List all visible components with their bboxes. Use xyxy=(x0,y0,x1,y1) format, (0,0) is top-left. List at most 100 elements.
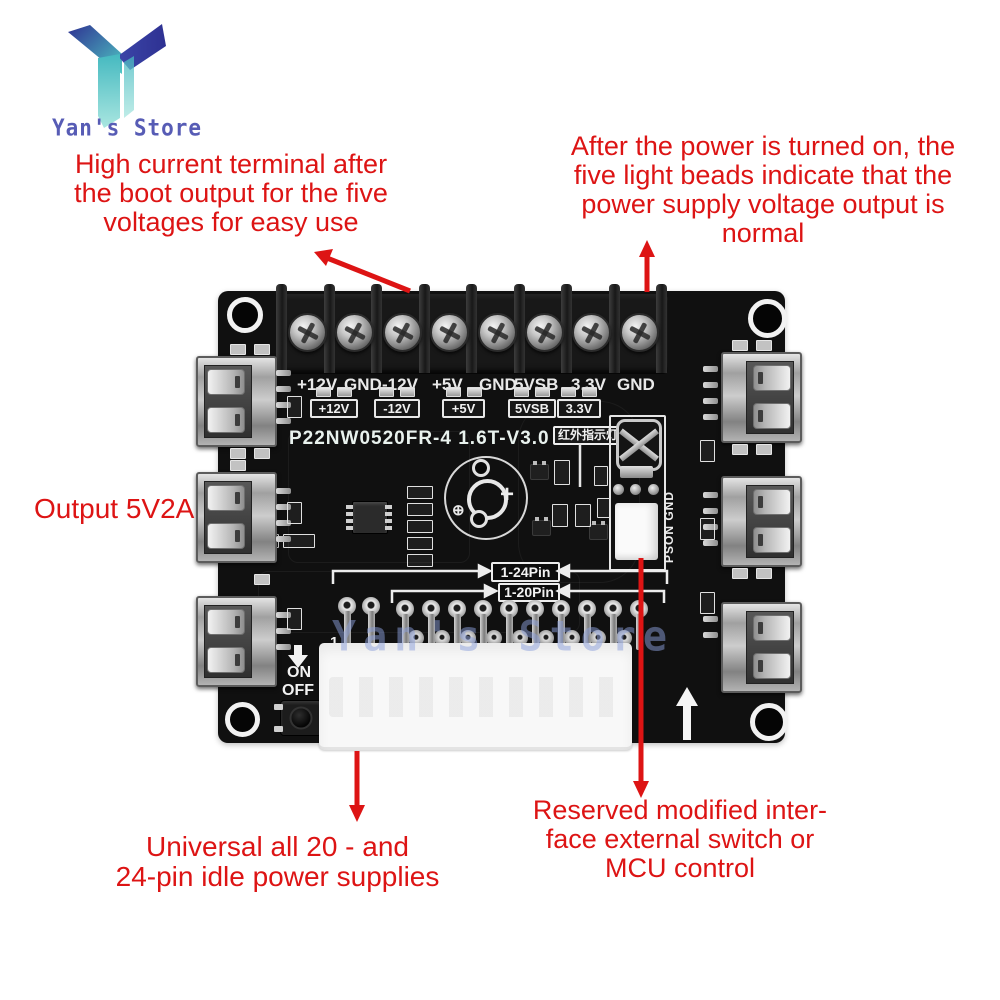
annotation-line: Universal all 20 - and xyxy=(145,831,410,862)
switch-leg xyxy=(274,726,283,732)
via-hole xyxy=(470,510,488,528)
switch-leg xyxy=(274,704,283,710)
led-label-box: 5VSB xyxy=(508,399,556,418)
switch-on-label: ON xyxy=(287,664,311,681)
led-smd xyxy=(316,387,331,397)
annotation-line: power supply voltage output is xyxy=(581,189,945,219)
header-pin xyxy=(362,597,380,615)
usb-port xyxy=(721,476,802,567)
resistor-smd xyxy=(535,387,550,397)
resistor-smd xyxy=(400,387,415,397)
resistor-box xyxy=(575,504,591,527)
annotation-high-current: High current terminal after the boot out… xyxy=(25,150,437,237)
resistor-smd xyxy=(337,387,352,397)
ir-receiver-icon xyxy=(616,419,662,471)
atx-connector xyxy=(319,643,632,750)
header-pin xyxy=(408,630,424,646)
capacitor-outline xyxy=(444,456,528,540)
led-label: -12V xyxy=(383,401,411,416)
annotation-line: voltages for easy use xyxy=(103,207,359,237)
ic-leg xyxy=(346,512,353,516)
ic-leg xyxy=(385,505,392,509)
switch-cap xyxy=(289,706,313,730)
header-pin xyxy=(616,630,632,646)
led-label: 3.3V xyxy=(565,401,593,416)
header-pin xyxy=(584,614,591,650)
terminal-label: 3.3V xyxy=(571,375,606,394)
terminal-screw xyxy=(288,313,327,352)
led-smd xyxy=(445,387,461,397)
annotation-line: Reserved modified inter- xyxy=(532,795,828,825)
header-pin xyxy=(532,614,539,650)
terminal-divider xyxy=(371,284,382,373)
usb-port xyxy=(721,602,802,693)
header-pin xyxy=(448,600,466,618)
header-pin xyxy=(368,611,375,655)
via-hole xyxy=(472,459,490,477)
header-pin xyxy=(486,630,502,646)
led-indicator-group: 5VSB xyxy=(508,387,556,418)
resistor-smd xyxy=(466,387,482,397)
led-label-box: 3.3V xyxy=(557,399,601,418)
led-indicator-group: +12V xyxy=(310,387,358,418)
ic-leg xyxy=(385,519,392,523)
header-pin xyxy=(480,614,487,650)
terminal-divider xyxy=(609,284,620,373)
resistor-box xyxy=(554,460,570,485)
header-pin xyxy=(552,600,570,618)
pin24-label-box: 1-24Pin xyxy=(491,562,560,582)
resistor-box xyxy=(597,498,611,518)
resistor-box xyxy=(407,554,433,567)
ic-leg xyxy=(385,526,392,530)
header-pin xyxy=(396,600,414,618)
terminal-screw xyxy=(572,313,611,352)
mounting-hole xyxy=(748,299,787,338)
terminal-screw xyxy=(620,313,659,352)
ic-leg xyxy=(346,519,353,523)
ground-mark: ⊕ xyxy=(452,502,465,519)
terminal-label: GND xyxy=(617,375,655,394)
led-label-box: +5V xyxy=(442,399,485,418)
led-smd xyxy=(561,387,576,397)
terminal-divider xyxy=(276,284,287,373)
usb-port xyxy=(196,356,277,447)
header-pin xyxy=(344,611,351,655)
header-pin xyxy=(578,600,596,618)
annotation-arrow-universal xyxy=(349,751,365,822)
ic-leg xyxy=(385,512,392,516)
led-indicator-group: -12V xyxy=(374,387,420,418)
capacitor-plus-mark: + xyxy=(500,481,515,508)
annotation-line: face external switch or xyxy=(545,824,815,854)
board-model-text: P22NW0520FR-4 1.6T-V3.0 xyxy=(289,428,550,449)
annotation-line: five light beads indicate that the xyxy=(573,160,953,190)
store-logo-icon xyxy=(68,24,166,128)
ir-indicator-label: 红外指示灯 xyxy=(553,426,624,445)
header-pin xyxy=(590,630,606,646)
led-label-box: -12V xyxy=(374,399,420,418)
terminal-divider xyxy=(656,284,667,373)
header-pin xyxy=(422,600,440,618)
terminal-divider xyxy=(561,284,572,373)
led-label: 5VSB xyxy=(515,401,549,416)
led-label: +5V xyxy=(451,401,476,416)
header-pin xyxy=(338,597,356,615)
led-label-box: +12V xyxy=(310,399,358,418)
pcb-trace xyxy=(288,431,470,563)
resistor-smd xyxy=(582,387,597,397)
header-pin xyxy=(610,614,617,650)
annotation-line: High current terminal after xyxy=(74,149,388,179)
transistor-smd xyxy=(589,521,608,540)
terminal-screw xyxy=(525,313,564,352)
usb-port xyxy=(721,352,802,443)
resistor-box xyxy=(407,503,433,516)
resistor-box xyxy=(594,466,608,486)
header-pin xyxy=(402,614,409,650)
power-switch-button xyxy=(274,700,328,736)
pson-connector xyxy=(615,503,658,560)
mounting-hole xyxy=(225,702,260,737)
ic-leg xyxy=(346,526,353,530)
header-pin xyxy=(434,630,450,646)
terminal-label: GND xyxy=(479,375,517,394)
usb-port xyxy=(196,596,277,687)
